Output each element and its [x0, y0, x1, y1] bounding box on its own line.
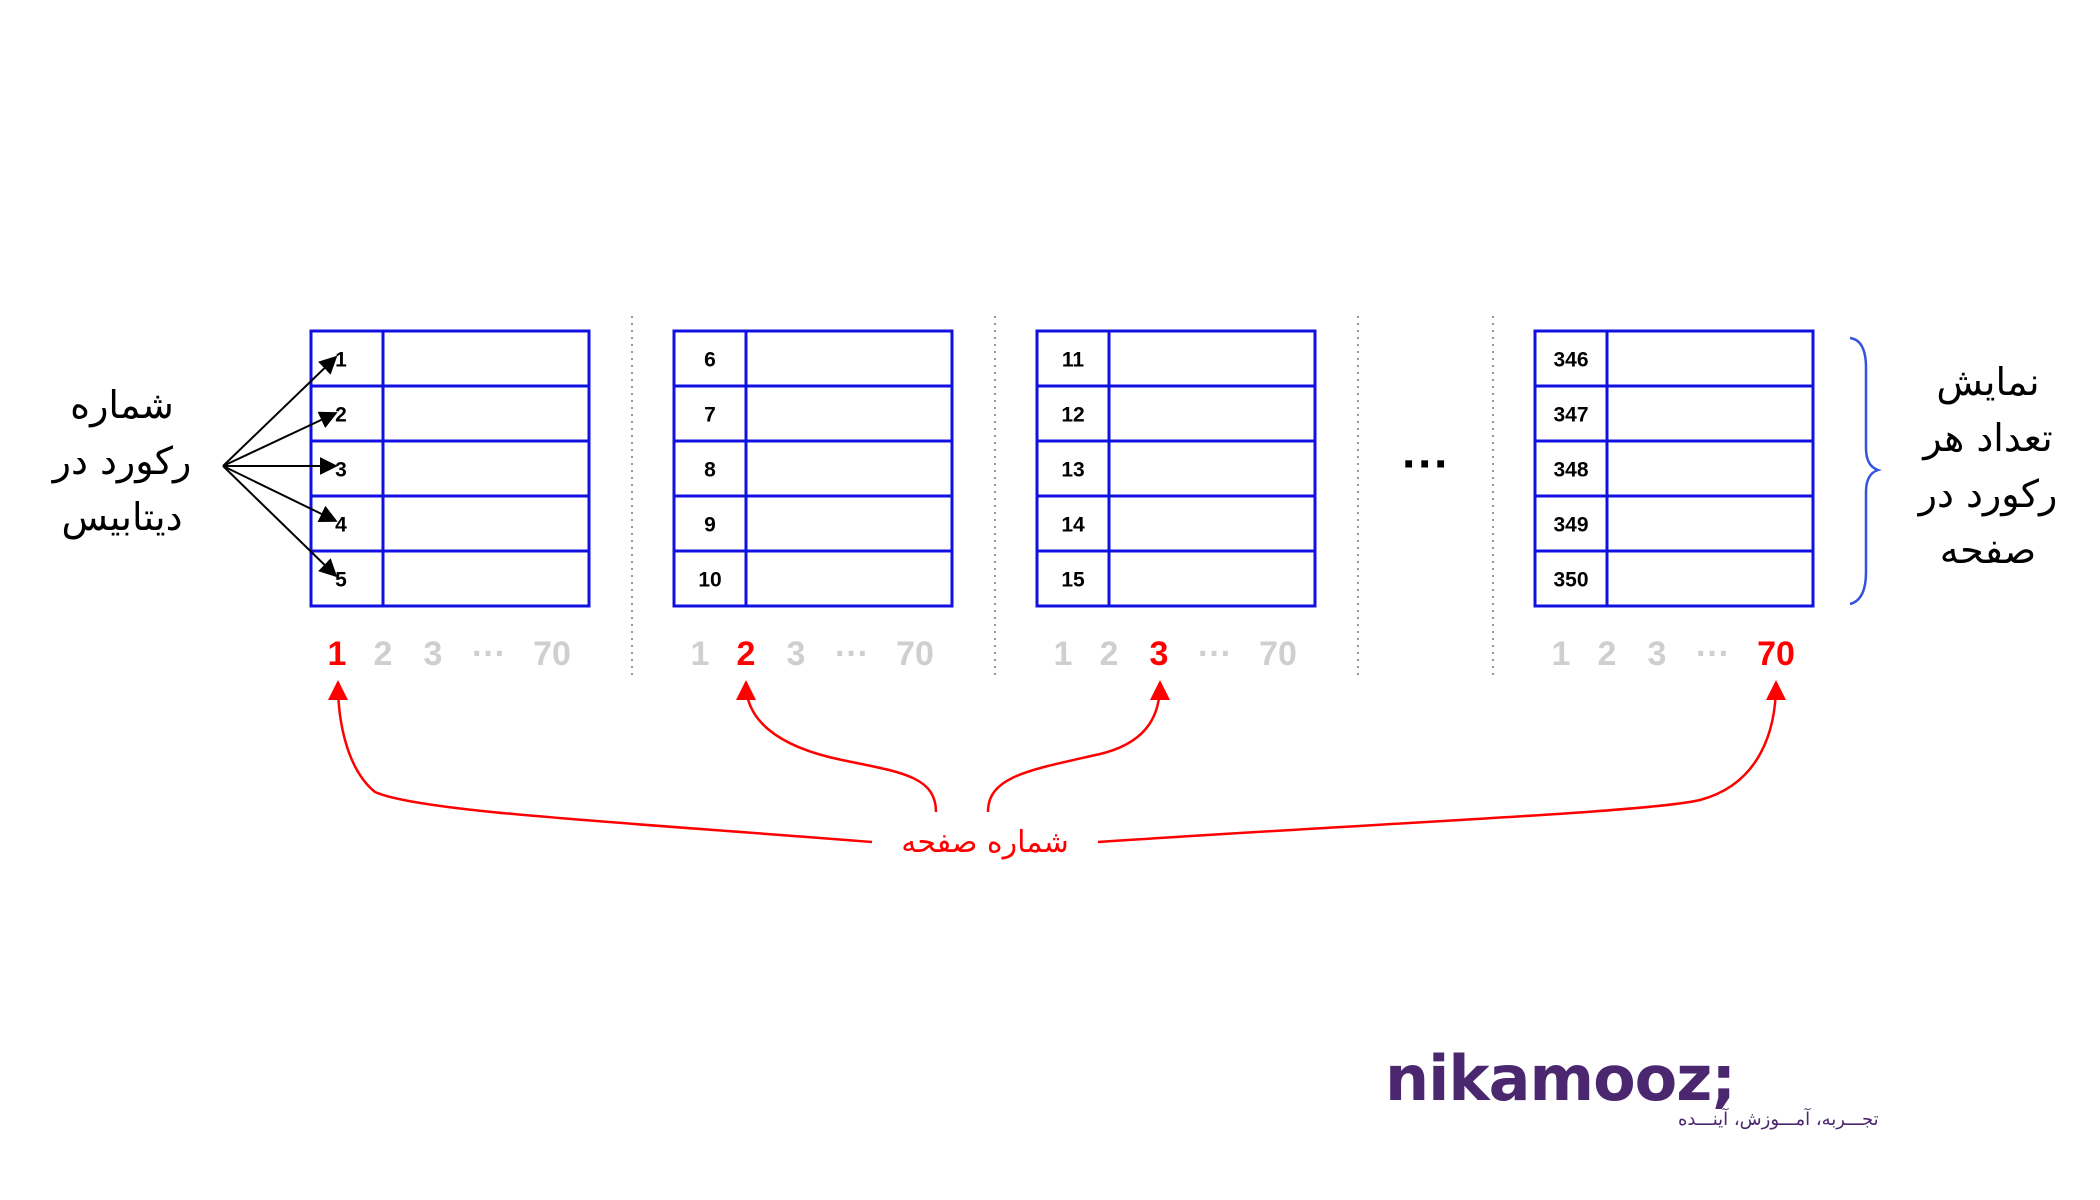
page-number-active: 1: [328, 635, 347, 673]
left-label: شماره رکورد در دیتابیس: [51, 383, 192, 539]
page-number: 1: [1552, 635, 1571, 673]
page-number-label: شماره صفحه: [901, 825, 1068, 860]
page-number: ···: [835, 635, 869, 673]
record-number: 1: [335, 349, 347, 372]
page-number: 2: [1598, 635, 1617, 673]
record-arrow: [222, 465, 338, 523]
record-id-cell: [309, 384, 385, 443]
record-value-cell: [381, 549, 591, 608]
right-label-line-4: صفحه: [1940, 528, 2036, 572]
record-number: 2: [335, 404, 347, 427]
record-value-cell: [381, 494, 591, 553]
record-arrows: [222, 355, 338, 578]
page-number: 70: [533, 635, 571, 673]
record-value-cell: [744, 549, 954, 608]
record-number: 13: [1061, 459, 1084, 482]
page-number: 1: [691, 635, 710, 673]
page-number: ···: [1696, 635, 1730, 673]
record-number: 10: [698, 569, 721, 592]
record-arrow: [222, 411, 338, 467]
left-label-line-1: شماره: [70, 383, 174, 427]
record-value-cell: [744, 494, 954, 553]
record-value-cell: [381, 384, 591, 443]
record-number: 14: [1061, 514, 1085, 537]
page-number: 1: [1054, 635, 1073, 673]
record-value-cell: [1605, 549, 1815, 608]
page-curve-3: [986, 680, 1170, 813]
record-value-cell: [1107, 549, 1317, 608]
right-label-line-3: رکورد در: [1917, 472, 2058, 517]
record-id-cell: [1035, 549, 1111, 608]
page-number-curves: [328, 680, 1786, 844]
record-number: 12: [1061, 404, 1084, 427]
page-number: 3: [424, 635, 443, 673]
record-number: 3: [335, 459, 347, 482]
record-arrow: [222, 355, 338, 467]
logo: nikamooz; تجـــربه، آمـــوزش، آینـــده: [1385, 1042, 1879, 1130]
record-value-cell: [744, 384, 954, 443]
record-value-cell: [744, 329, 954, 388]
record-id-cell: [309, 439, 385, 498]
record-number: 5: [335, 569, 347, 592]
record-value-cell: [1605, 439, 1815, 498]
page-number: 2: [374, 635, 393, 673]
page-curve-2: [736, 680, 938, 813]
record-number: 6: [704, 349, 716, 372]
record-id-cell: [672, 549, 748, 608]
record-id-cell: [309, 549, 385, 608]
right-label-line-2: تعداد هر: [1921, 416, 2052, 461]
right-label: نمایش تعداد هر رکورد در صفحه: [1917, 360, 2058, 572]
left-label-line-2: رکورد در: [51, 439, 192, 484]
record-value-cell: [1605, 384, 1815, 443]
page-number: ···: [472, 635, 506, 673]
record-value-cell: [1107, 384, 1317, 443]
record-value-cell: [1107, 329, 1317, 388]
record-value-cell: [1107, 494, 1317, 553]
page-number-active: 70: [1757, 635, 1795, 673]
page-number: 70: [896, 635, 934, 673]
page-number: 3: [787, 635, 806, 673]
record-number: 15: [1061, 569, 1085, 592]
record-number: 7: [704, 404, 716, 427]
record-value-cell: [381, 439, 591, 498]
record-number: 347: [1553, 404, 1588, 427]
record-id-cell: [1533, 384, 1609, 443]
record-number: 4: [335, 514, 347, 537]
page-number-active: 2: [737, 635, 756, 673]
record-arrow: [222, 465, 338, 578]
right-brace: [1849, 336, 1882, 606]
record-value-cell: [1605, 494, 1815, 553]
record-number: 11: [1062, 349, 1085, 372]
logo-tagline: تجـــربه، آمـــوزش، آینـــده: [1678, 1107, 1879, 1130]
left-label-line-3: دیتابیس: [61, 495, 182, 539]
record-number: 9: [704, 514, 716, 537]
record-number: 349: [1553, 514, 1588, 537]
record-id-cell: [309, 494, 385, 553]
record-number: 8: [704, 459, 716, 482]
page-number: 2: [1100, 635, 1119, 673]
logo-wordmark: nikamooz;: [1385, 1042, 1735, 1115]
page-number: 3: [1648, 635, 1667, 673]
record-value-cell: [1605, 329, 1815, 388]
record-number: 350: [1553, 569, 1588, 592]
page-curve-1: [328, 680, 873, 844]
right-label-line-1: نمایش: [1936, 360, 2039, 404]
page-number: ···: [1198, 635, 1232, 673]
record-value-cell: [744, 439, 954, 498]
record-value-cell: [381, 329, 591, 388]
page-number: 70: [1259, 635, 1297, 673]
record-id-cell: [309, 329, 385, 388]
page-curve-4: [1097, 680, 1786, 844]
record-value-cell: [1107, 439, 1317, 498]
record-id-cell: [1035, 439, 1111, 498]
page-number-active: 3: [1150, 635, 1169, 673]
record-number: 346: [1553, 349, 1588, 372]
gap-ellipsis: ···: [1402, 438, 1450, 491]
record-number: 348: [1553, 459, 1588, 482]
